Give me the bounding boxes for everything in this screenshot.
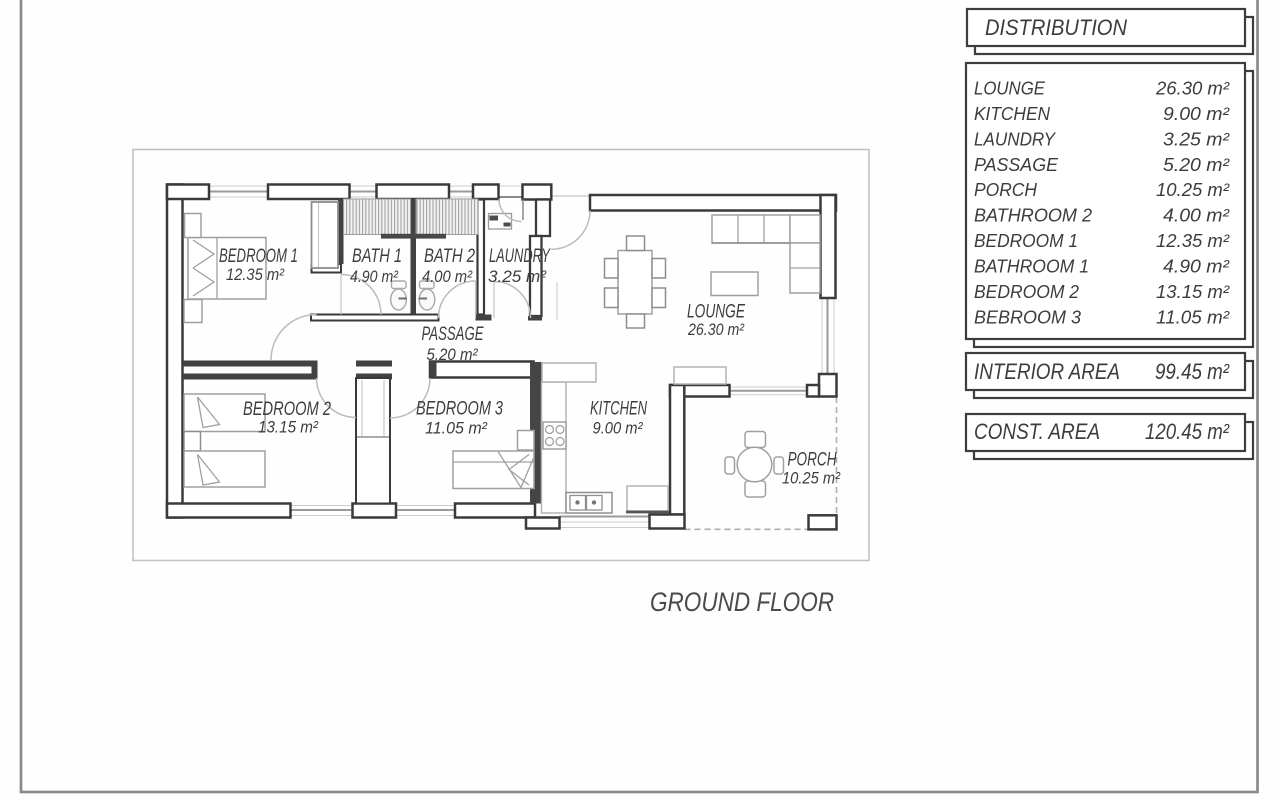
svg-text:9.00 m²: 9.00 m² xyxy=(1163,104,1230,124)
svg-text:BATHROOM 2: BATHROOM 2 xyxy=(974,206,1092,226)
svg-text:10.25 m²: 10.25 m² xyxy=(1156,180,1230,200)
svg-text:4.90 m²: 4.90 m² xyxy=(350,267,399,286)
svg-text:KITCHEN: KITCHEN xyxy=(974,104,1051,124)
svg-text:12.35 m²: 12.35 m² xyxy=(226,265,285,284)
svg-text:LOUNGE: LOUNGE xyxy=(687,302,745,323)
svg-text:CONST. AREA: CONST. AREA xyxy=(974,419,1100,444)
svg-text:PASSAGE: PASSAGE xyxy=(422,324,484,345)
svg-text:GROUND FLOOR: GROUND FLOOR xyxy=(650,587,834,617)
svg-text:5.20 m²: 5.20 m² xyxy=(427,345,479,364)
svg-text:99.45 m²: 99.45 m² xyxy=(1155,359,1230,384)
svg-text:INTERIOR AREA: INTERIOR AREA xyxy=(974,359,1120,384)
svg-text:DISTRIBUTION: DISTRIBUTION xyxy=(985,15,1127,40)
svg-text:120.45 m²: 120.45 m² xyxy=(1145,419,1230,444)
svg-text:LAUNDRY: LAUNDRY xyxy=(489,246,551,267)
svg-text:BEDROOM 3: BEDROOM 3 xyxy=(416,399,503,420)
svg-text:13.15 m²: 13.15 m² xyxy=(258,418,319,437)
svg-text:LOUNGE: LOUNGE xyxy=(974,79,1046,99)
svg-text:BEDROOM 2: BEDROOM 2 xyxy=(974,282,1079,302)
svg-text:4.00 m²: 4.00 m² xyxy=(422,267,473,286)
svg-text:PORCH: PORCH xyxy=(974,180,1038,200)
svg-text:BEDROOM 1: BEDROOM 1 xyxy=(974,231,1078,251)
svg-text:13.15 m²: 13.15 m² xyxy=(1156,282,1230,302)
svg-text:9.00 m²: 9.00 m² xyxy=(593,419,644,438)
svg-text:BATH 2: BATH 2 xyxy=(424,246,475,267)
svg-text:12.35 m²: 12.35 m² xyxy=(1156,231,1230,251)
svg-text:BEDROOM 2: BEDROOM 2 xyxy=(243,399,331,420)
svg-text:BEBROOM 3: BEBROOM 3 xyxy=(974,307,1081,327)
svg-text:3.25 m²: 3.25 m² xyxy=(488,267,547,286)
svg-text:3.25 m²: 3.25 m² xyxy=(1163,129,1230,149)
svg-text:4.00 m²: 4.00 m² xyxy=(1163,206,1230,226)
svg-text:BATHROOM 1: BATHROOM 1 xyxy=(974,256,1089,276)
svg-text:KITCHEN: KITCHEN xyxy=(590,399,647,420)
svg-text:11.05 m²: 11.05 m² xyxy=(425,419,488,438)
svg-text:5.20 m²: 5.20 m² xyxy=(1163,155,1230,175)
svg-text:26.30 m²: 26.30 m² xyxy=(687,320,745,339)
svg-text:BEDROOM 1: BEDROOM 1 xyxy=(219,246,298,267)
svg-text:PORCH: PORCH xyxy=(788,450,837,471)
svg-text:PASSAGE: PASSAGE xyxy=(974,155,1059,175)
svg-text:BATH 1: BATH 1 xyxy=(352,246,402,267)
svg-text:11.05 m²: 11.05 m² xyxy=(1156,307,1230,327)
svg-text:26.30 m²: 26.30 m² xyxy=(1155,79,1230,99)
svg-text:10.25 m²: 10.25 m² xyxy=(782,469,841,488)
svg-text:4.90 m²: 4.90 m² xyxy=(1163,256,1230,276)
svg-text:LAUNDRY: LAUNDRY xyxy=(974,129,1057,149)
